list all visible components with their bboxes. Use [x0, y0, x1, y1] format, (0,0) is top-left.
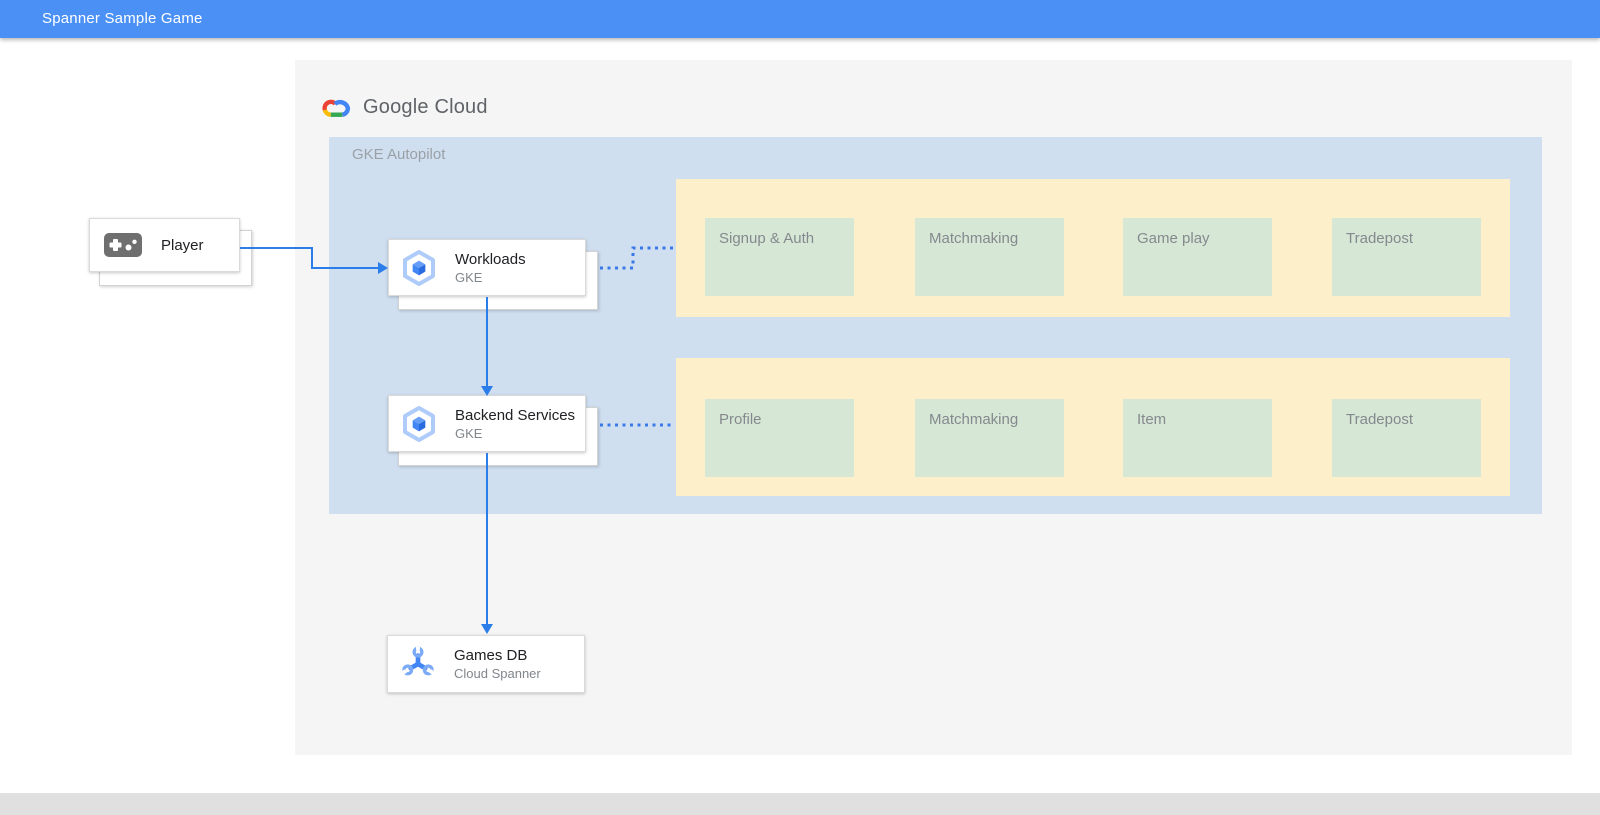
player-label: Player	[161, 236, 204, 254]
service-label: Matchmaking	[929, 230, 1019, 247]
cloud-spanner-icon	[398, 644, 438, 684]
service-box-tradepost-2: Tradepost	[1332, 399, 1481, 477]
service-label: Matchmaking	[929, 411, 1019, 428]
node-subtitle: GKE	[455, 269, 483, 285]
google-cloud-logo-icon	[318, 90, 354, 124]
footer-bar	[0, 793, 1600, 815]
node-title: Backend Services	[455, 406, 576, 424]
service-box-item: Item	[1123, 399, 1272, 477]
service-box-tradepost-1: Tradepost	[1332, 218, 1481, 296]
node-subtitle: GKE	[455, 425, 483, 441]
backend-services-card: Backend Services GKE	[388, 395, 586, 452]
service-label: Profile	[719, 411, 762, 428]
gke-icon	[399, 404, 439, 444]
page-title: Spanner Sample Game	[42, 10, 203, 27]
service-box-profile: Profile	[705, 399, 854, 477]
service-label: Signup & Auth	[719, 230, 815, 247]
service-box-matchmaking-2: Matchmaking	[915, 399, 1064, 477]
workloads-card: Workloads GKE	[388, 239, 586, 296]
player-card: Player	[89, 218, 240, 272]
google-cloud-logo: Google Cloud	[318, 92, 488, 122]
gke-icon	[399, 248, 439, 288]
node-subtitle: Cloud Spanner	[454, 666, 541, 681]
games-db-card: Games DB Cloud Spanner	[387, 635, 585, 693]
service-label: Item	[1137, 411, 1167, 428]
service-label: Game play	[1137, 230, 1210, 247]
google-cloud-logo-text: Google Cloud	[363, 95, 488, 118]
gke-autopilot-label: GKE Autopilot	[352, 146, 446, 163]
gamepad-icon	[103, 232, 143, 258]
node-title: Workloads	[455, 250, 526, 268]
node-title: Games DB	[454, 647, 528, 664]
service-box-matchmaking-1: Matchmaking	[915, 218, 1064, 296]
service-box-game-play: Game play	[1123, 218, 1272, 296]
service-label: Tradepost	[1346, 230, 1413, 247]
app-top-bar: Spanner Sample Game	[0, 0, 1600, 38]
service-box-signup-auth: Signup & Auth	[705, 218, 854, 296]
service-label: Tradepost	[1346, 411, 1413, 428]
